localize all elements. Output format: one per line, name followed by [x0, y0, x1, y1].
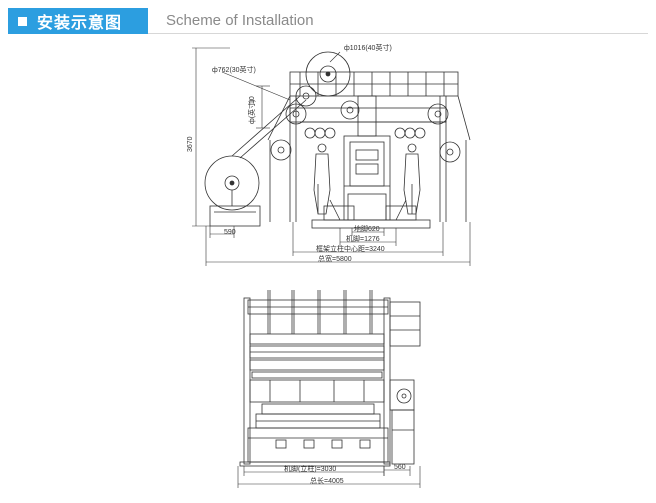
label-diameter-small: ф(英寸) — [247, 100, 256, 124]
label-frame-center-3240: 框架立柱中心距=3240 — [316, 244, 385, 253]
dimension-lines-bottom — [237, 466, 421, 488]
label-total-length-4005: 总长=4005 — [310, 476, 344, 485]
label-total-width-5800: 总宽=5800 — [318, 254, 352, 263]
operator-figures — [313, 143, 421, 215]
dimension-labels: ф1016(40英寸) ф762(30英寸) ф(英寸) 10 3670 590… — [187, 43, 406, 485]
label-machine-foot-1276: 机脚=1276 — [346, 234, 380, 243]
upper-rolls — [270, 51, 461, 163]
left-fabric-roll — [204, 95, 307, 227]
machine-base — [239, 409, 415, 467]
knitting-mechanism — [249, 379, 415, 429]
dimension-lines-top — [192, 47, 471, 266]
section-title-en: Scheme of Installation — [166, 12, 314, 29]
central-machine — [311, 95, 431, 229]
label-height-3670: 3670 — [187, 136, 194, 152]
label-diameter-1016: ф1016(40英寸) — [344, 43, 392, 52]
label-machine-foot-3030: 机脚(立柱)=3030 — [284, 464, 336, 473]
section-title-tab: 安装示意图 — [8, 8, 148, 34]
square-icon — [18, 16, 27, 26]
label-diameter-small-prefix: 10 — [249, 96, 256, 104]
label-footing-620: 地脚620 — [354, 224, 380, 233]
section-header: 安装示意图 Scheme of Installation — [8, 8, 648, 34]
section-title-zh: 安装示意图 — [37, 15, 123, 32]
front-view-drawing — [192, 47, 471, 266]
frame-structure — [267, 71, 471, 222]
label-width-590: 590 — [224, 229, 236, 236]
label-width-560: 560 — [394, 464, 406, 471]
top-rods — [267, 290, 373, 334]
roll-stack — [249, 333, 385, 379]
label-diameter-762: ф762(30英寸) — [212, 65, 256, 74]
header-divider — [148, 33, 648, 34]
side-view-drawing — [237, 290, 421, 488]
